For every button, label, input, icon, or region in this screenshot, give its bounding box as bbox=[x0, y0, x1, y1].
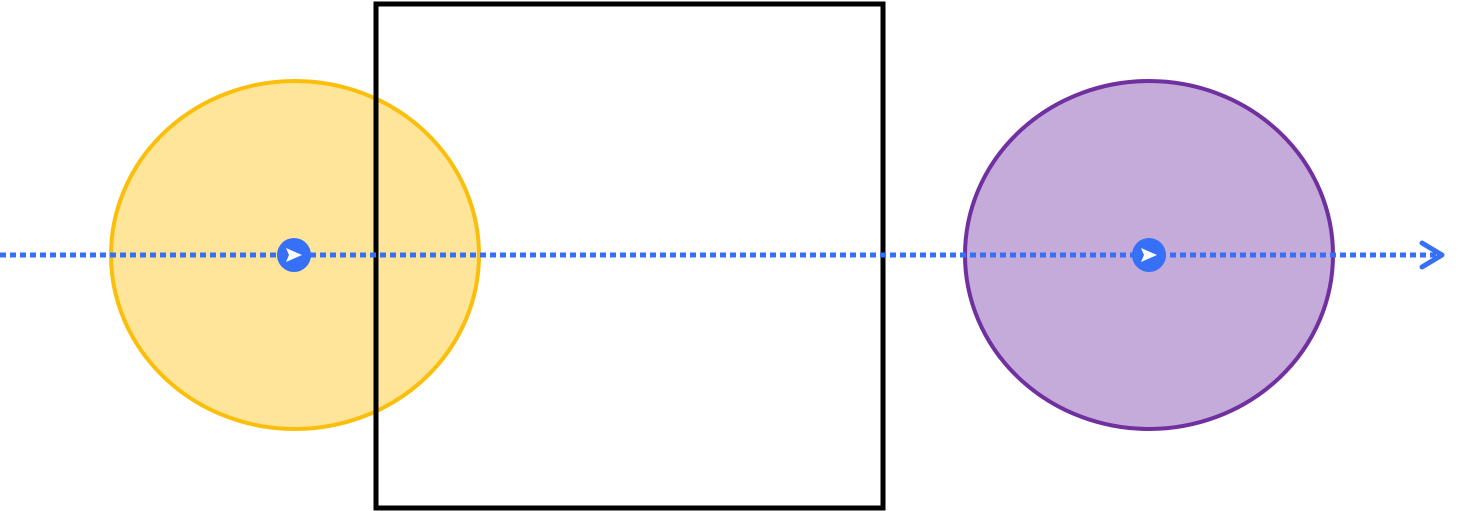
right-arrow-icon bbox=[286, 248, 302, 262]
right-arrow-icon bbox=[1141, 248, 1157, 262]
arrowhead-icon bbox=[1419, 240, 1445, 270]
purple-center-marker bbox=[1132, 238, 1166, 272]
yellow-center-marker bbox=[277, 238, 311, 272]
